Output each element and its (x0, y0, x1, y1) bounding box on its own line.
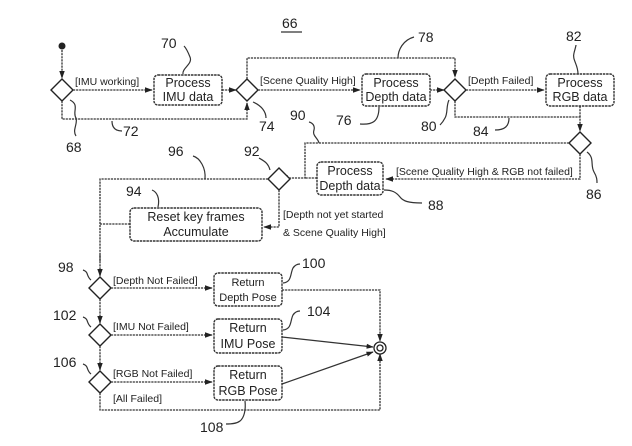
decision-92 (267, 167, 291, 191)
ref-100: 100 (302, 255, 326, 271)
leader-108 (225, 400, 246, 425)
ref-88: 88 (428, 197, 444, 213)
edge-90 (280, 142, 569, 181)
leader-98 (82, 269, 92, 281)
edge-78 (246, 57, 458, 79)
edge-84 (454, 101, 583, 132)
process-rgb-label-2: RGB data (553, 90, 608, 104)
edge-72 (61, 101, 250, 120)
process-rgb-label-1: Process (557, 76, 602, 90)
return-imu-label-1: Return (229, 321, 267, 335)
ref-90: 90 (290, 107, 306, 123)
edge-86-88 (385, 154, 581, 182)
guard-depth-not-failed: [Depth Not Failed] (113, 275, 198, 287)
ref-82: 82 (566, 28, 582, 44)
ref-86: 86 (586, 186, 602, 202)
process-depth-2-label-2: Depth data (319, 179, 380, 193)
guard-depth-not-started-1: [Depth not yet started (283, 209, 384, 221)
ref-68: 68 (66, 139, 82, 155)
edge-100-final (282, 289, 383, 342)
decision-80 (443, 78, 467, 102)
leader-106 (82, 363, 92, 375)
decision-68 (50, 78, 74, 102)
edge-92-94 (263, 190, 280, 230)
return-rgb-label-1: Return (229, 368, 267, 382)
guard-all-failed: [All Failed] (113, 393, 162, 405)
ref-84: 84 (473, 123, 489, 139)
leader-74 (252, 101, 267, 119)
return-imu-label-2: IMU Pose (221, 337, 276, 351)
leader-92 (258, 157, 271, 171)
decision-98 (88, 276, 112, 300)
leader-82 (572, 44, 579, 75)
node-return-rgb-pose (213, 365, 283, 401)
node-return-depth-pose (213, 272, 283, 307)
decision-86 (568, 131, 592, 155)
guard-scene-quality-high: [Scene Quality High] (260, 75, 356, 87)
leader-104 (282, 310, 301, 331)
leader-102 (82, 316, 92, 328)
decision-102 (88, 323, 112, 347)
return-depth-label-2: Depth Pose (219, 292, 276, 304)
guard-scene-quality-rgb: [Scene Quality High & RGB not failed] (396, 166, 573, 178)
ref-80: 80 (421, 118, 437, 134)
leader-94 (151, 189, 160, 208)
leader-72 (111, 120, 123, 132)
reset-key-frames-label-1: Reset key frames (147, 210, 244, 224)
process-imu-label-1: Process (165, 76, 210, 90)
edge-all-failed-final (99, 353, 383, 411)
ref-96: 96 (168, 143, 184, 159)
leader-80 (439, 99, 450, 126)
leader-84 (494, 117, 510, 131)
leader-70 (182, 45, 192, 75)
ref-102: 102 (53, 307, 77, 323)
ref-92: 92 (244, 143, 260, 159)
decision-106 (88, 370, 112, 394)
decision-74 (235, 78, 259, 102)
ref-78: 78 (418, 29, 434, 45)
leader-76 (359, 106, 380, 125)
guard-depth-failed: [Depth Failed] (468, 75, 533, 87)
edge-96 (99, 178, 268, 262)
leader-96 (192, 155, 206, 180)
ref-98: 98 (58, 259, 74, 275)
process-imu-label-2: IMU data (163, 90, 214, 104)
return-rgb-label-2: RGB Pose (218, 384, 277, 398)
guard-rgb-not-failed: [RGB Not Failed] (113, 368, 192, 380)
guard-imu-not-failed: [IMU Not Failed] (113, 321, 189, 333)
ref-72: 72 (123, 123, 139, 139)
reset-key-frames-label-2: Accumulate (163, 225, 228, 239)
leader-86 (586, 151, 598, 184)
figure-number: 66 (282, 15, 298, 31)
ref-104: 104 (307, 303, 331, 319)
guard-imu-working: [IMU working] (75, 76, 139, 88)
edge-104-final (281, 336, 374, 349)
leader-88 (383, 189, 423, 204)
guard-depth-not-started-2: & Scene Quality High] (283, 227, 386, 239)
leader-78 (397, 36, 415, 59)
edge-108-final (281, 351, 374, 385)
ref-106: 106 (53, 354, 77, 370)
leader-68 (69, 99, 78, 137)
ref-94: 94 (126, 183, 142, 199)
process-depth-label-2: Depth data (365, 90, 426, 104)
ref-76: 76 (336, 112, 352, 128)
leader-100 (282, 263, 301, 284)
final-node-inner (376, 344, 384, 352)
node-return-imu-pose (213, 318, 283, 354)
ref-74: 74 (259, 118, 275, 134)
ref-108: 108 (200, 419, 224, 435)
return-depth-label-1: Return (231, 277, 264, 289)
initial-node (58, 42, 66, 50)
process-depth-label-1: Process (373, 76, 418, 90)
process-depth-2-label-1: Process (327, 164, 372, 178)
leader-90 (308, 121, 320, 144)
ref-70: 70 (161, 35, 177, 51)
